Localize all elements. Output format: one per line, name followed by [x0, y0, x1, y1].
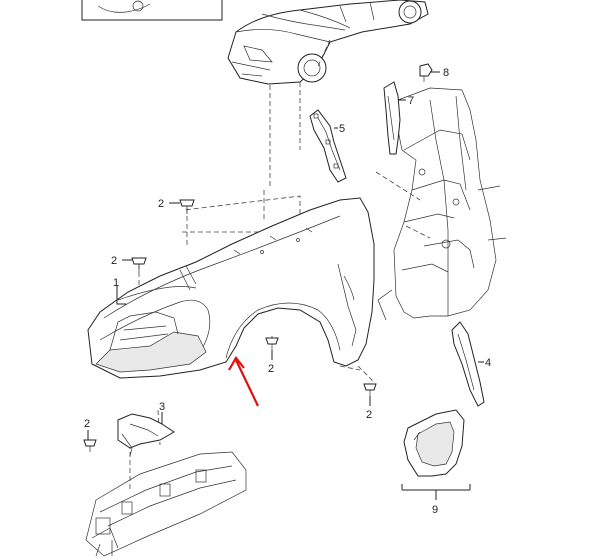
callout-8: 8 — [443, 67, 449, 79]
part-3-bracket — [117, 413, 175, 457]
inset-box — [81, 0, 223, 21]
front-fender-part — [87, 197, 375, 379]
callout-2-top: 2 — [158, 198, 164, 210]
red-indicator-arrow — [228, 356, 259, 407]
inner-body-structure — [377, 87, 507, 321]
callout-2-right: 2 — [366, 409, 372, 421]
callout-2-left: 2 — [111, 255, 117, 267]
part-8-clip — [419, 63, 433, 82]
part-5-strip — [309, 109, 347, 183]
callout-3: 3 — [159, 401, 165, 413]
callout-4: 4 — [485, 357, 491, 369]
callout-2-middle: 2 — [268, 363, 274, 375]
part-9-seal — [403, 409, 465, 477]
car-overview-illustration — [227, 0, 429, 85]
part-4-strip — [451, 321, 485, 407]
callout-2-bottom: 2 — [84, 418, 90, 430]
lower-frame-rail — [85, 451, 247, 557]
callout-5: 5 — [339, 123, 345, 135]
callout-9: 9 — [432, 504, 438, 516]
callouts: 2 2 1 2 2 2 3 4 5 7 8 9 — [84, 67, 491, 516]
leader-lines — [87, 71, 484, 500]
fastener-clips — [83, 199, 377, 452]
part-7-bracket — [383, 81, 401, 155]
callout-1: 1 — [113, 277, 119, 289]
callout-7: 7 — [408, 95, 414, 107]
